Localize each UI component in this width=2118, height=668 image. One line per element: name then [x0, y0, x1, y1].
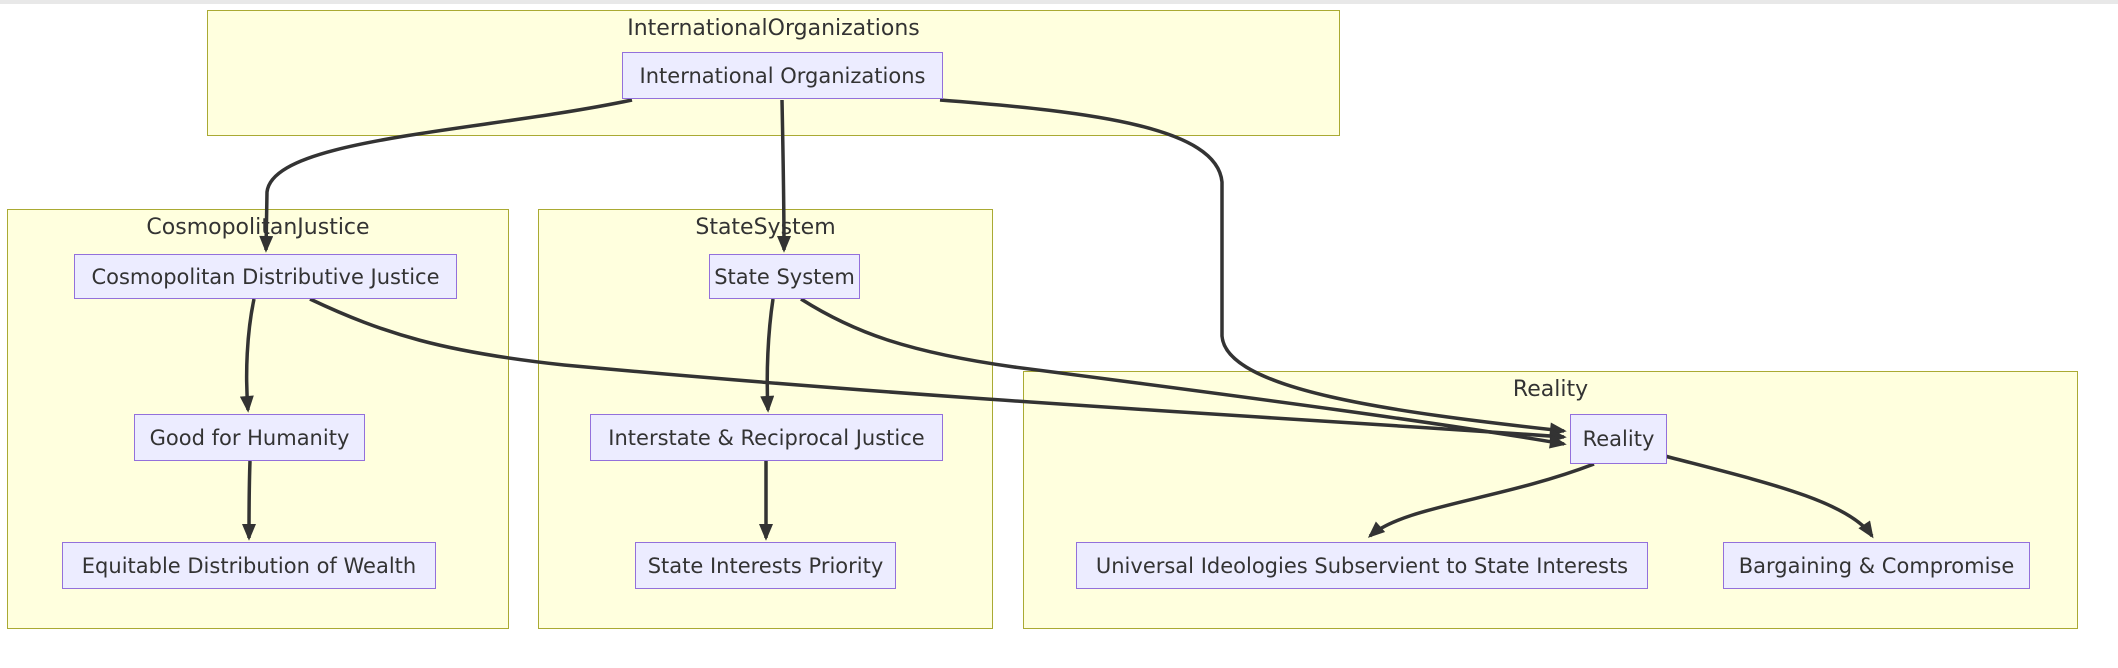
node-label: Reality: [1582, 427, 1655, 451]
edge-cdj-to-good-for-humanity: [239, 298, 256, 413]
node-label: Universal Ideologies Subservient to Stat…: [1095, 553, 1629, 578]
node-state-system: State System: [709, 254, 860, 299]
node-equitable-distribution-of-wealth: Equitable Distribution of Wealth: [62, 542, 436, 589]
node-international-organizations: International Organizations: [622, 52, 943, 99]
edge-cdj-to-reality: [309, 297, 1567, 443]
edge-reality-to-universal-ideologies: [1367, 462, 1595, 538]
node-label: Interstate & Reciprocal Justice: [608, 425, 925, 450]
node-label: Bargaining & Compromise: [1738, 553, 2015, 578]
window-chrome-divider: [0, 0, 2118, 4]
node-label: State Interests Priority: [647, 553, 884, 578]
node-label: Equitable Distribution of Wealth: [81, 553, 417, 578]
node-good-for-humanity: Good for Humanity: [134, 414, 365, 461]
edge-gfh-to-equitable-distribution: [242, 460, 257, 541]
subgraph-title: CosmopolitanJustice: [146, 215, 370, 240]
node-universal-ideologies-subservient: Universal Ideologies Subservient to Stat…: [1076, 542, 1648, 589]
node-interstate-reciprocal-justice: Interstate & Reciprocal Justice: [590, 414, 943, 461]
node-bargaining-compromise: Bargaining & Compromise: [1723, 542, 2030, 589]
subgraph-title: StateSystem: [695, 215, 836, 240]
edge-io-to-state-system: [776, 99, 791, 253]
edge-ss-to-interstate-justice: [760, 298, 775, 413]
node-label: International Organizations: [639, 63, 926, 88]
edge-io-to-cosmopolitan-distributive-justice: [259, 98, 633, 253]
node-state-interests-priority: State Interests Priority: [635, 542, 896, 589]
edge-reality-to-bargaining-compromise: [1660, 453, 1874, 539]
subgraph-title: Reality: [1512, 377, 1589, 402]
node-label: Good for Humanity: [149, 425, 350, 450]
subgraph-title: InternationalOrganizations: [627, 16, 920, 41]
node-reality: Reality: [1570, 414, 1667, 464]
node-label: Cosmopolitan Distributive Justice: [91, 264, 440, 289]
edge-io-to-reality: [939, 98, 1567, 437]
node-label: State System: [714, 264, 855, 289]
node-cosmopolitan-distributive-justice: Cosmopolitan Distributive Justice: [74, 254, 457, 299]
edge-ss-to-reality: [800, 297, 1567, 449]
